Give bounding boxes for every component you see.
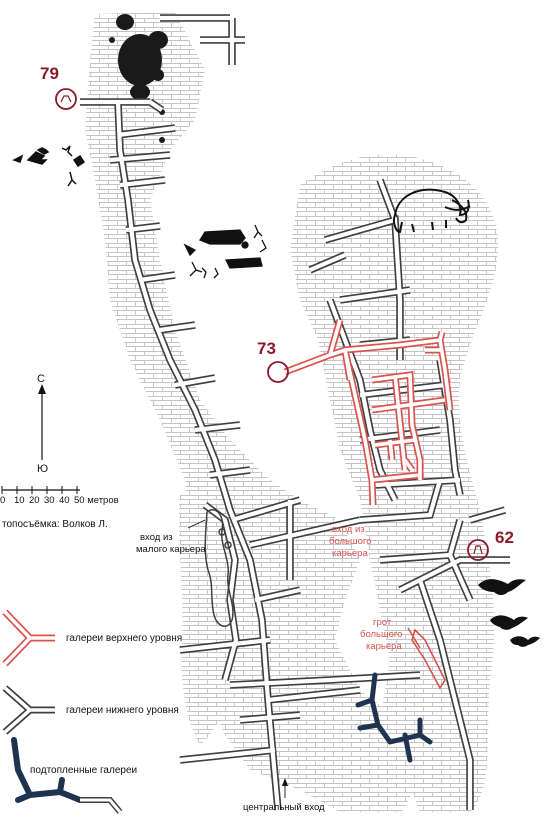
big-quarry-grotto <box>407 627 446 690</box>
flooded-galleries <box>355 672 433 763</box>
marker-62-label: 62 <box>495 528 514 547</box>
big-quarry-grotto-line1: грот <box>373 617 392 628</box>
cave-painting-scene <box>183 224 267 279</box>
label-big-quarry-grotto: грот большого карьера <box>360 617 402 652</box>
scale-tick-50: 50 метров <box>74 495 119 506</box>
label-central-entrance: центральный вход <box>243 778 325 813</box>
marker-73[interactable]: 73 <box>257 339 289 383</box>
compass: С Ю <box>37 373 48 475</box>
scale-tick-30: 30 <box>44 495 55 506</box>
scale-bar: 0 10 20 30 40 50 метров <box>0 486 119 506</box>
marker-62[interactable]: 62 <box>467 528 514 561</box>
legend-lower-label: галереи нижнего уровня <box>66 705 179 716</box>
legend: галереи верхнего уровня галереи нижнего … <box>2 609 182 814</box>
small-quarry-cavity <box>204 509 234 627</box>
big-quarry-entrance-line2: большого <box>329 536 371 547</box>
small-quarry-entrance-line1: вход из <box>140 532 173 543</box>
cave-painting-figures-1 <box>12 145 86 187</box>
legend-upper-gallery: галереи верхнего уровня <box>2 609 182 667</box>
label-small-quarry-entrance: вход из малого карьера <box>136 519 206 555</box>
big-quarry-grotto-line2: большого <box>360 629 402 640</box>
compass-south-label: Ю <box>37 463 48 475</box>
big-quarry-grotto-line3: карьера <box>366 641 402 652</box>
mammoth-icon <box>392 188 471 234</box>
small-quarry-entrance-line2: малого карьера <box>136 544 206 555</box>
big-quarry-entrance-line1: вход из <box>332 524 365 535</box>
label-big-quarry-entrance: вход из большого карьера <box>329 524 371 559</box>
central-entrance-label: центральный вход <box>243 802 325 813</box>
marker-79-label: 79 <box>40 64 59 83</box>
marker-79[interactable]: 79 <box>40 64 77 110</box>
scale-tick-0: 0 <box>0 495 5 506</box>
bat-icons <box>478 579 540 647</box>
rubble-cluster <box>109 14 168 143</box>
scale-tick-20: 20 <box>29 495 40 506</box>
marker-73-label: 73 <box>257 339 276 358</box>
compass-north-label: С <box>37 373 45 385</box>
legend-flooded-label: подтопленные галереи <box>30 765 137 776</box>
scale-tick-10: 10 <box>14 495 25 506</box>
legend-upper-label: галереи верхнего уровня <box>66 633 182 644</box>
big-quarry-entrance-line3: карьера <box>332 548 368 559</box>
legend-lower-gallery: галереи нижнего уровня <box>2 685 179 735</box>
legend-flooded-gallery: подтопленные галереи <box>11 737 137 814</box>
scale-tick-40: 40 <box>59 495 70 506</box>
survey-credit: топосъёмка: Волков Л. <box>2 519 108 530</box>
